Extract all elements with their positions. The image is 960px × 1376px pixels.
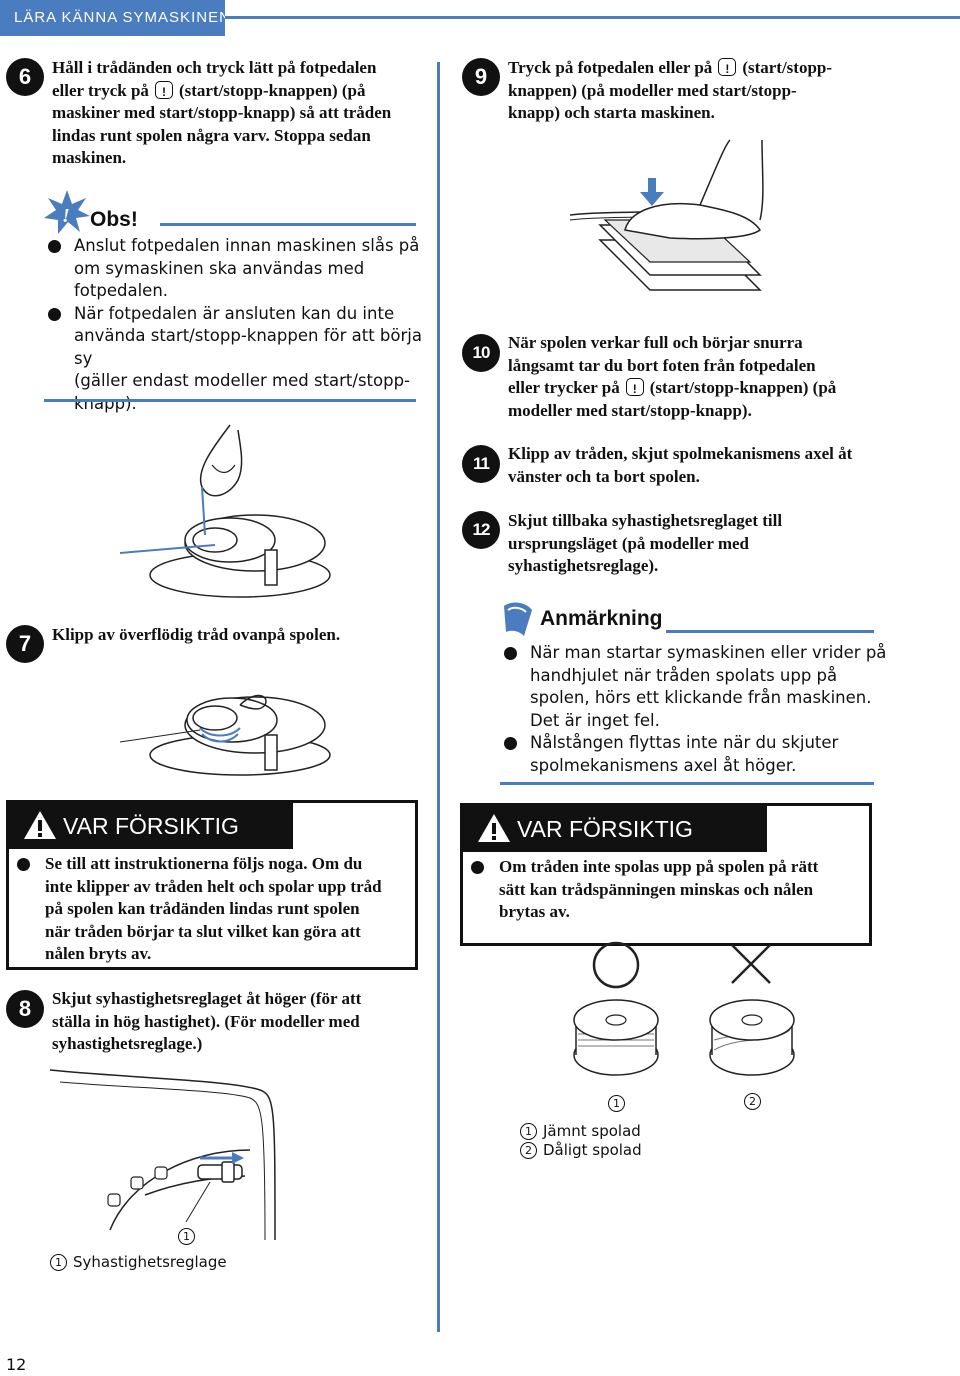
header-title: LÄRA KÄNNA SYMASKINEN bbox=[14, 9, 231, 26]
step-number-11: 11 bbox=[462, 445, 500, 483]
caution-header-tail bbox=[239, 803, 267, 849]
remark-bullet-1: När man startar symaskinen eller vrider … bbox=[500, 642, 940, 732]
step-6-line-4: lindas runt spolen några varv. Stoppa se… bbox=[52, 125, 371, 145]
warning-triangle-icon bbox=[24, 811, 56, 839]
step-9-text: Tryck på fotpedalen eller på(start/stopp… bbox=[508, 57, 948, 125]
bobbin-callout-1: 1 bbox=[608, 1094, 631, 1112]
obs-list: Anslut fotpedalen innan maskinen slås på… bbox=[44, 235, 434, 415]
step-6-line-5: maskinen. bbox=[52, 148, 127, 167]
caption-even: Jämnt spolad bbox=[543, 1122, 641, 1140]
step-number-7: 7 bbox=[6, 625, 44, 663]
page-header: LÄRA KÄNNA SYMASKINEN bbox=[0, 0, 960, 36]
step-number-6: 6 bbox=[6, 58, 44, 96]
caution-box-left: VAR FÖRSIKTIG Se till att instruktionern… bbox=[6, 800, 418, 970]
start-stop-key-icon bbox=[718, 58, 737, 81]
bobbin-cut-illustration bbox=[119, 694, 331, 776]
step-number-10: 10 bbox=[462, 334, 500, 372]
obs-title-rule bbox=[160, 223, 416, 226]
caution-title-left: VAR FÖRSIKTIG bbox=[63, 812, 239, 839]
svg-text:!: ! bbox=[62, 205, 70, 227]
remark-title: Anmärkning bbox=[540, 607, 663, 630]
step-number-8: 8 bbox=[6, 990, 44, 1028]
obs-title: Obs! bbox=[90, 208, 138, 231]
foot-pedal-illustration bbox=[569, 139, 764, 291]
caution-box-right: VAR FÖRSIKTIG Om tråden inte spolas upp … bbox=[460, 803, 872, 946]
step-12-text: Skjut tillbaka syhastighetsreglaget till… bbox=[508, 511, 783, 575]
memo-icon bbox=[504, 602, 532, 636]
step-10-text: När spolen verkar full och börjar snurra… bbox=[508, 332, 948, 422]
bobbin-callout-2: 2 bbox=[744, 1092, 767, 1110]
page-number: 12 bbox=[6, 1355, 27, 1374]
step-number-12: 12 bbox=[462, 511, 500, 549]
obs-bullet-1: Anslut fotpedalen innan maskinen slås på… bbox=[44, 235, 434, 303]
column-divider bbox=[437, 62, 440, 1332]
step-6-line-1: Håll i trådänden och tryck lätt på fotpe… bbox=[52, 58, 377, 77]
caption-uneven: Dåligt spolad bbox=[543, 1141, 642, 1159]
caution-title-right: VAR FÖRSIKTIG bbox=[517, 815, 693, 842]
header-rule bbox=[225, 16, 960, 19]
step-11-text: Klipp av tråden, skjut spolmekanismens a… bbox=[508, 444, 853, 486]
speed-slider-illustration bbox=[49, 1069, 276, 1241]
remark-title-rule bbox=[666, 630, 874, 633]
speed-callout-1: 1 bbox=[178, 1227, 201, 1245]
obs-icon: ! bbox=[44, 190, 90, 234]
bobbin-finger-illustration bbox=[119, 424, 331, 598]
start-stop-key-icon bbox=[625, 378, 644, 401]
bobbin-comparison-illustration bbox=[573, 941, 795, 1076]
step-6-line-2: eller tryck på(start/stopp-knappen) (på bbox=[52, 80, 432, 103]
even-bobbin bbox=[573, 999, 659, 1076]
remark-bottom-rule bbox=[500, 782, 874, 785]
remark-bullet-2: Nålstången flyttas inte när du skjuter s… bbox=[500, 732, 940, 777]
step-number-9: 9 bbox=[462, 58, 500, 96]
step-6-text: Håll i trådänden och tryck lätt på fotpe… bbox=[52, 57, 432, 170]
step-6-line-3: maskiner med start/stopp-knapp) så att t… bbox=[52, 103, 392, 122]
caution-right-bullet: Om tråden inte spolas upp på spolen på r… bbox=[469, 856, 889, 924]
start-stop-key-icon bbox=[154, 80, 173, 103]
warning-triangle-icon bbox=[478, 814, 510, 842]
obs-bullet-2: När fotpedalen är ansluten kan du inte a… bbox=[44, 303, 434, 416]
step-8-text: Skjut syhastighetsreglaget åt höger (för… bbox=[52, 989, 362, 1053]
caution-left-bullet: Se till att instruktionerna följs noga. … bbox=[15, 853, 435, 966]
correct-circle-icon bbox=[592, 941, 640, 989]
obs-bottom-rule bbox=[44, 399, 416, 402]
caution-header-tail bbox=[713, 806, 741, 852]
remark-list: När man startar symaskinen eller vrider … bbox=[500, 642, 940, 777]
step-7-text: Klipp av överflödig tråd ovanpå spolen. bbox=[52, 625, 341, 644]
header-band bbox=[0, 0, 225, 36]
uneven-bobbin bbox=[709, 999, 795, 1076]
